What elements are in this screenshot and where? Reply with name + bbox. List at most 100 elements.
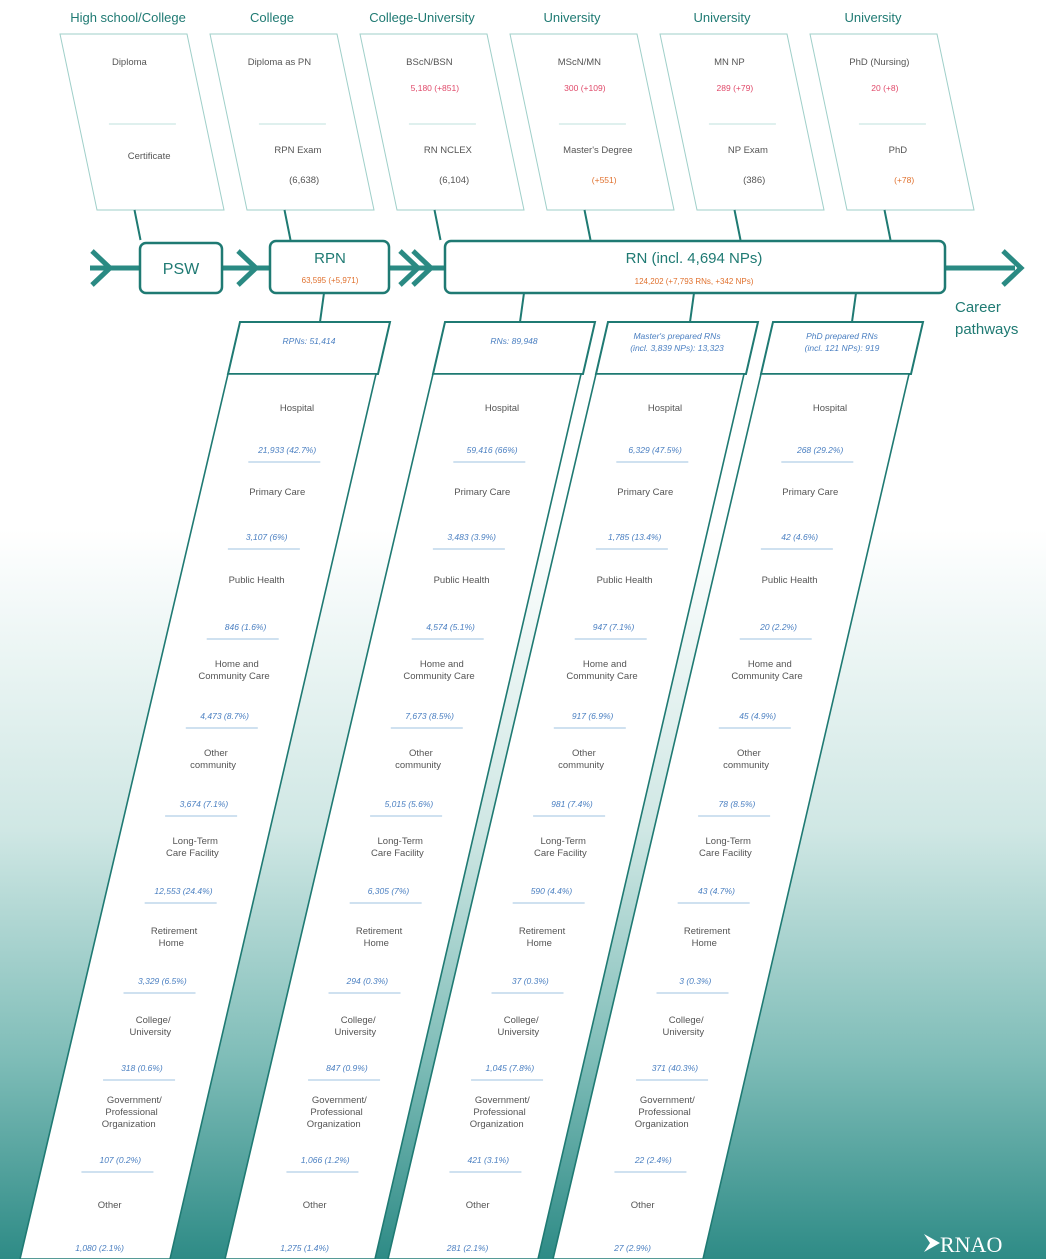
sector-value: 3,483 (3.9%) [447,532,496,542]
rn-box [443,239,947,295]
sector-value: 37 (0.3%) [512,976,549,986]
level-header: College [250,10,294,25]
sector-value: 268 (29.2%) [796,445,843,455]
rnao-logo: RNAO [924,1232,1002,1257]
sector-value: 1,045 (7.8%) [486,1063,535,1073]
sector-value: 6,305 (7%) [368,886,410,896]
sector-label: Other [98,1200,122,1211]
sector-label: Primary Care [454,487,510,498]
sector-value: 3,329 (6.5%) [138,976,187,986]
sector-value: 20 (2.2%) [759,622,797,632]
sector-label: Organization [307,1119,361,1130]
credential-box [809,33,975,241]
sector-value: 43 (4.7%) [698,886,735,896]
credential-box [359,33,525,241]
rnao-logo-text: RNAO [940,1232,1002,1257]
credential-text: 5,180 (+851) [411,83,460,93]
credential-text: (386) [743,175,765,186]
sector-value: 59,416 (66%) [467,445,518,455]
credential-text: PhD (Nursing) [849,57,909,68]
sector-value: 590 (4.4%) [531,886,573,896]
sector-value: 371 (40.3%) [652,1063,698,1073]
sector-label: Hospital [280,403,314,414]
employment-column [387,292,760,1259]
credential-text: NP Exam [728,145,768,156]
sector-label: Hospital [648,403,682,414]
sector-label: community [395,760,441,771]
sector-label: Other [303,1200,327,1211]
sector-value: 281 (2.1%) [446,1243,489,1253]
chevron-right-icon [398,249,422,287]
credential-text: 300 (+109) [564,83,606,93]
rn-title: RN (incl. 4,694 NPs) [626,250,763,267]
credential-text: (+78) [894,175,914,185]
sector-value: 27 (2.9%) [613,1243,651,1253]
sector-value: 1,275 (1.4%) [280,1243,329,1253]
rpn-title: RPN [314,250,346,267]
sector-value: 42 (4.6%) [781,532,818,542]
sector-label: Long-Term [173,836,218,847]
sector-label: Retirement [519,926,566,937]
credential-text: 289 (+79) [717,83,754,93]
credential-text: (+551) [592,175,617,185]
sector-label: Other [466,1200,490,1211]
credential-text: 20 (+8) [871,83,898,93]
employment-column [19,292,392,1259]
rpn-box [268,239,391,295]
credential-box [59,33,225,241]
psw-box [138,241,224,295]
credential-text: MScN/MN [558,57,601,68]
sector-value: 917 (6.9%) [572,711,614,721]
credential-text: BScN/BSN [406,57,453,68]
sector-value: 21,933 (42.7%) [257,445,316,455]
sector-label: Home and [420,659,464,670]
credential-text: Diploma as PN [248,57,311,68]
sector-label: University [129,1027,171,1038]
sector-label: Other [572,748,596,759]
arrow-head-icon [1001,249,1025,287]
sector-label: College/ [504,1015,539,1026]
sector-label: Organization [102,1119,156,1130]
sector-label: Long-Term [706,836,751,847]
column-header: (incl. 3,839 NPs): 13,323 [630,343,724,353]
sector-label: community [723,760,769,771]
column-header: PhD prepared RNs [806,331,879,341]
sector-label: Primary Care [249,487,305,498]
chevron-right-icon [90,249,114,287]
sector-value: 4,473 (8.7%) [200,711,249,721]
sector-value: 78 (8.5%) [719,799,756,809]
sector-label: Professional [310,1107,362,1118]
sector-value: 45 (4.9%) [739,711,776,721]
column-header: Master's prepared RNs [633,331,721,341]
sector-label: Home and [215,659,259,670]
credential-text: RN NCLEX [424,145,473,156]
sector-label: Other [631,1200,655,1211]
chevron-right-icon [411,249,435,287]
credential-box [209,33,375,241]
sector-label: Professional [105,1107,157,1118]
sector-value: 3,107 (6%) [246,532,288,542]
sector-value: 5,015 (5.6%) [385,799,434,809]
rpn-total: 63,595 (+5,971) [302,276,359,285]
sector-label: Public Health [434,575,490,586]
sector-value: 12,553 (24.4%) [154,886,212,896]
sector-label: Care Facility [166,848,219,859]
sector-label: Home [527,938,552,949]
sector-label: Other [737,748,761,759]
sector-value: 847 (0.9%) [326,1063,368,1073]
sector-value: 1,066 (1.2%) [301,1155,350,1165]
career-pathways-label: Career [955,299,1001,316]
sector-value: 7,673 (8.5%) [405,711,454,721]
sector-value: 318 (0.6%) [121,1063,163,1073]
sector-label: Home and [583,659,627,670]
sector-value: 1,080 (2.1%) [75,1243,124,1253]
sector-label: University [662,1027,704,1038]
sector-label: Primary Care [617,487,673,498]
sector-label: Public Health [597,575,653,586]
sector-label: College/ [136,1015,171,1026]
sector-label: College/ [341,1015,376,1026]
sector-value: 421 (3.1%) [467,1155,509,1165]
employment-column [552,292,925,1259]
sector-value: 1,785 (13.4%) [608,532,662,542]
